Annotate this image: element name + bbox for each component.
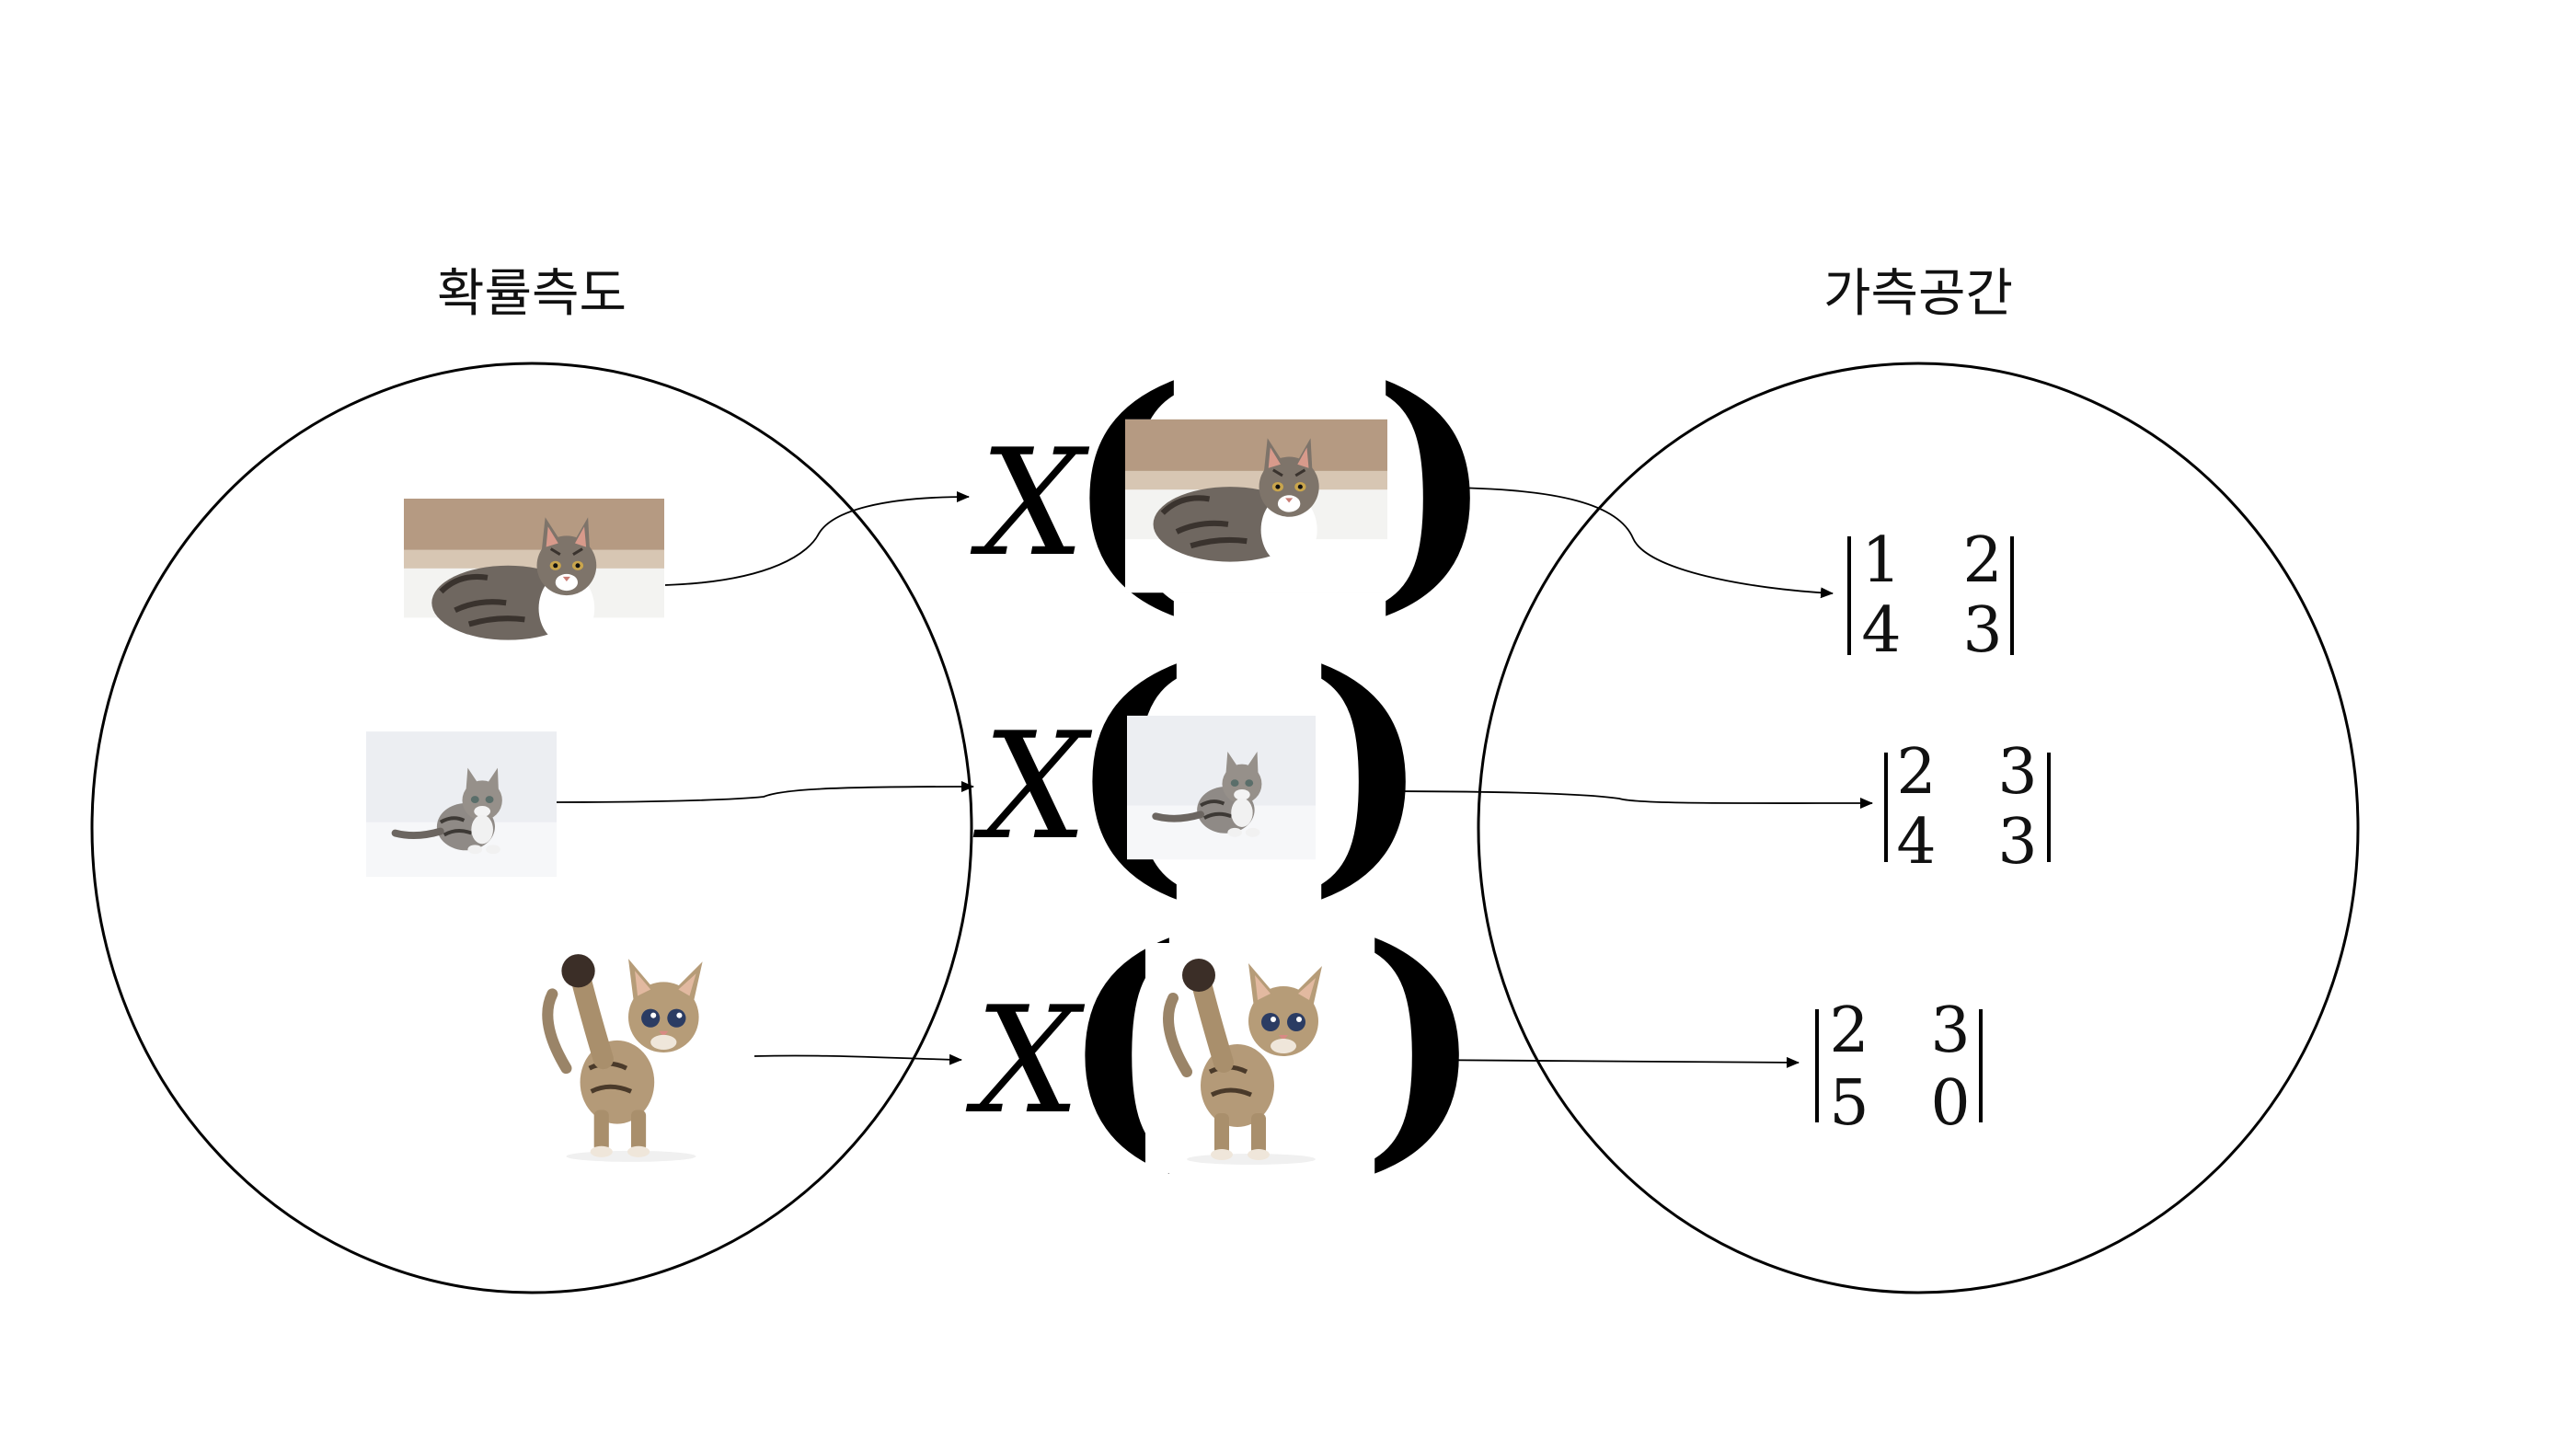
matrix-3-cell: 0 [1930, 1067, 1970, 1140]
random-variable-x-2: X [972, 700, 1093, 872]
matrix-1-cell: 4 [1861, 594, 1901, 667]
matrix-2-cell: 4 [1896, 806, 1936, 879]
matrix-2-cell: 3 [1997, 806, 2037, 879]
close-paren-2: ) [1308, 618, 1430, 921]
matrix-1: 1 2 4 3 [1847, 524, 2014, 667]
arrow-x-2-to-matrix-2 [1368, 790, 1873, 810]
waving-kitten-photo-icon [524, 938, 738, 1170]
lying-cat-photo-icon-in-x [1125, 420, 1387, 592]
sitting-kitten-photo-icon [366, 731, 557, 877]
close-paren-1: ) [1373, 335, 1494, 638]
random-variable-x-1: X [970, 417, 1090, 589]
matrix-3-cell: 3 [1930, 995, 1970, 1067]
matrix-1-cell: 1 [1861, 524, 1901, 597]
random-variable-x-3: X [965, 974, 1086, 1146]
measurable-space-circle [1477, 362, 2360, 1294]
matrix-3-cell: 5 [1829, 1067, 1869, 1140]
arrow-outcome-3-to-x [753, 1053, 962, 1065]
matrix-3: 2 3 5 0 [1815, 995, 1983, 1140]
right-space-label: 가측공간 [1823, 264, 2013, 324]
matrix-3-cell: 2 [1829, 995, 1869, 1067]
arrow-outcome-2-to-x [556, 781, 974, 803]
matrix-2: 2 3 4 3 [1884, 736, 2051, 879]
sitting-kitten-photo-icon-in-x [1127, 716, 1316, 859]
close-paren-3: ) [1362, 892, 1483, 1195]
waving-kitten-photo-icon-in-x [1145, 943, 1357, 1173]
probability-measure-circle [90, 362, 973, 1294]
matrix-2-cell: 3 [1997, 736, 2037, 809]
matrix-2-cell: 2 [1896, 736, 1936, 809]
arrow-x-1-to-matrix-1 [1434, 487, 1834, 599]
arrow-outcome-1-to-x [664, 491, 970, 586]
arrow-x-3-to-matrix-3 [1416, 1056, 1800, 1068]
lying-cat-photo-icon [404, 499, 664, 671]
matrix-1-cell: 2 [1962, 524, 2002, 597]
left-space-label: 확률측도 [437, 264, 627, 324]
matrix-1-cell: 3 [1962, 594, 2002, 667]
